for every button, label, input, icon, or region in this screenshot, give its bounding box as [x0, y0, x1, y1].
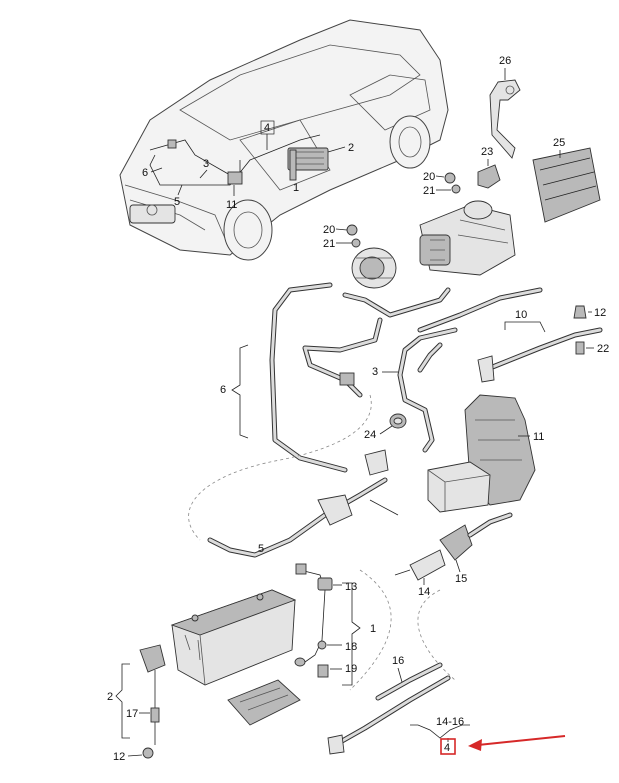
- part-15-terminal: 15: [439, 512, 513, 585]
- callout-label: 24: [364, 429, 376, 441]
- battery: [170, 589, 297, 686]
- part-10-ground-strap: 10: [477, 309, 603, 383]
- callout-label: 15: [455, 573, 467, 585]
- part-2-terminal-assembly: 2 17 12: [107, 644, 166, 763]
- part-3-cable: 3: [372, 327, 458, 453]
- upper-harness: [302, 287, 543, 398]
- callout-label: 2: [107, 691, 113, 703]
- part-5-cable: 5: [207, 449, 399, 558]
- callout-label: 14: [418, 586, 430, 598]
- callout-14-16-group: 14-16: [410, 716, 470, 742]
- part-14-terminal: 14: [394, 549, 446, 598]
- callout-label: 10: [515, 309, 527, 321]
- red-arrow: [468, 735, 566, 751]
- part-12-22-fasteners: 12 22: [573, 305, 609, 355]
- part-6-cable: 6: [220, 282, 348, 473]
- callout-label: 16: [392, 655, 404, 667]
- callout-label: 19: [345, 663, 357, 675]
- callout-label: 3: [372, 366, 378, 378]
- battery-sensor-cable: 13 1 18 19: [294, 563, 376, 686]
- starter-motor: [419, 200, 516, 276]
- part-26-bracket: 26: [489, 55, 521, 159]
- callout-label: 1: [370, 623, 376, 635]
- connection-dashes: [188, 394, 456, 691]
- part-20-21-nuts-top: 20 21: [423, 171, 461, 197]
- callout-label: 14-16: [436, 716, 464, 728]
- callout-label: 20: [423, 171, 435, 183]
- part-25-plate: 25: [532, 137, 601, 223]
- callout-5-car: 5: [174, 196, 180, 208]
- callout-label: 18: [345, 641, 357, 653]
- callout-6-car: 6: [142, 167, 148, 179]
- callout-label: 12: [113, 751, 125, 763]
- callout-4-highlighted: 4: [444, 742, 450, 754]
- part-23-holder: 23: [477, 146, 501, 189]
- callout-label: 26: [499, 55, 511, 67]
- callout-label: 12: [594, 307, 606, 319]
- callout-label: 25: [553, 137, 565, 149]
- callout-label: 5: [258, 543, 264, 555]
- callout-label: 23: [481, 146, 493, 158]
- callout-11-car: 11: [226, 199, 237, 211]
- highlighted-part-4[interactable]: 4: [440, 738, 456, 755]
- part-11-fuse-holder: 11: [427, 394, 544, 513]
- callout-1-car: 1: [293, 182, 299, 194]
- callout-label: 11: [533, 431, 544, 443]
- callout-label: 17: [126, 708, 138, 720]
- highlight-box: [440, 738, 456, 755]
- callout-label: 20: [323, 224, 335, 236]
- vehicle-callouts: 4 2 3 6 5 1 11: [142, 120, 354, 211]
- part-20-21-nuts-mid: 20 21: [323, 224, 361, 250]
- battery-hold-down: [227, 679, 301, 726]
- alternator: [351, 247, 397, 289]
- vehicle-overview: [119, 19, 449, 261]
- callout-4-car: 4: [264, 122, 270, 134]
- callout-label: 21: [423, 185, 435, 197]
- callout-label: 22: [597, 343, 609, 355]
- callout-label: 13: [345, 581, 357, 593]
- callout-3-car: 3: [203, 158, 209, 170]
- callout-label: 6: [220, 384, 226, 396]
- part-24-grommet: 24: [364, 413, 407, 441]
- callout-2-car: 2: [348, 142, 354, 154]
- callout-label: 21: [323, 238, 335, 250]
- part-16-cable: 16: [327, 655, 451, 755]
